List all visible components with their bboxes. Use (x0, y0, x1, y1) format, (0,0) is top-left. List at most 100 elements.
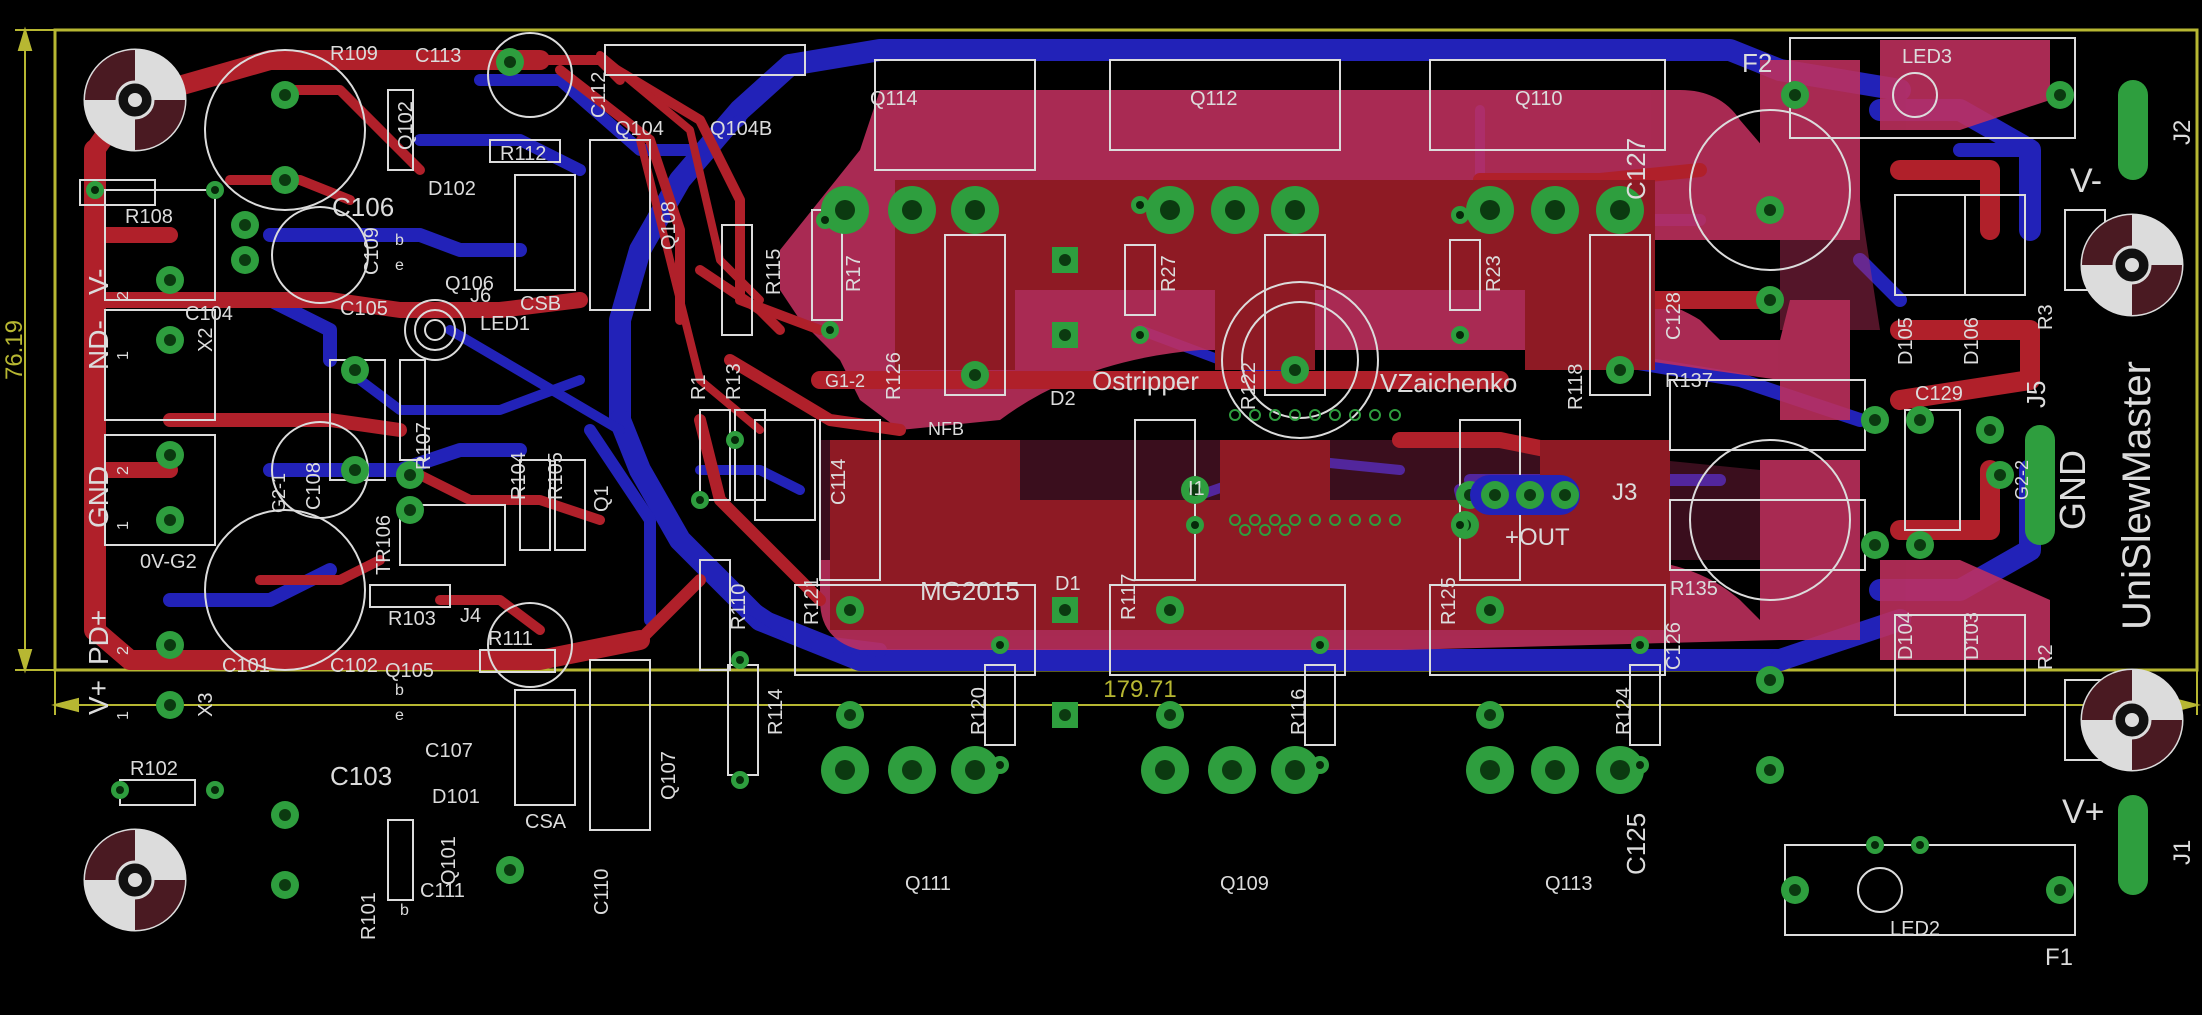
board-text-labels: Ostripper VZaichenko MG2015 +OUT UniSlew… (83, 43, 2196, 971)
svg-text:Q102: Q102 (395, 101, 417, 150)
svg-text:b: b (395, 682, 404, 699)
svg-text:R114: R114 (765, 689, 787, 735)
svg-text:e: e (395, 257, 404, 274)
svg-text:C129: C129 (1915, 383, 1963, 405)
svg-text:b: b (395, 232, 404, 249)
svg-text:C111: C111 (420, 880, 465, 902)
svg-text:2: 2 (115, 646, 132, 655)
svg-text:R137: R137 (1665, 370, 1713, 392)
svg-text:R107: R107 (413, 422, 435, 470)
svg-text:R116: R116 (1288, 689, 1310, 735)
svg-text:Q110: Q110 (1515, 88, 1562, 110)
svg-text:J1: J1 (2169, 840, 2196, 865)
svg-text:Q109: Q109 (1220, 873, 1269, 895)
svg-text:NFB: NFB (928, 419, 964, 439)
svg-text:X3: X3 (195, 693, 217, 717)
mounting-hole-bottom-right (2080, 668, 2184, 772)
svg-text:C105: C105 (340, 298, 388, 320)
svg-text:R104: R104 (508, 452, 530, 500)
label-ostripper: Ostripper (1092, 366, 1199, 396)
svg-text:R27: R27 (1158, 255, 1180, 292)
svg-text:V+: V+ (83, 680, 114, 715)
svg-text:D102: D102 (428, 178, 476, 200)
svg-text:C113: C113 (415, 45, 461, 67)
svg-text:R1: R1 (688, 374, 710, 400)
svg-text:R110: R110 (728, 584, 750, 630)
svg-text:C125: C125 (1621, 813, 1651, 875)
svg-text:I1: I1 (1188, 478, 1205, 500)
svg-text:R112: R112 (500, 143, 546, 165)
svg-text:C127: C127 (1621, 138, 1651, 200)
svg-text:R126: R126 (883, 352, 905, 400)
svg-text:R101: R101 (358, 892, 380, 940)
svg-text:R105: R105 (545, 452, 567, 500)
svg-text:J6: J6 (470, 285, 491, 307)
svg-text:R13: R13 (723, 363, 745, 400)
svg-text:Q106: Q106 (445, 273, 494, 295)
svg-text:V-: V- (83, 269, 114, 295)
svg-text:F2: F2 (1742, 48, 1772, 78)
svg-text:2: 2 (115, 466, 132, 475)
dimension-width-label: 179.71 (1103, 676, 1176, 703)
label-gnd-right: GND (2052, 450, 2093, 530)
svg-text:D101: D101 (432, 786, 480, 808)
svg-text:Q108: Q108 (658, 201, 680, 250)
svg-text:R3: R3 (2035, 304, 2057, 330)
mounting-hole-top-right (2080, 213, 2184, 317)
svg-text:Q104: Q104 (615, 118, 664, 140)
svg-text:CSA: CSA (525, 811, 567, 833)
svg-text:C109: C109 (361, 227, 383, 275)
svg-text:ND-: ND- (83, 320, 114, 370)
svg-text:1: 1 (115, 711, 132, 720)
svg-text:1: 1 (115, 351, 132, 360)
svg-text:R125: R125 (1438, 577, 1460, 625)
svg-text:C106: C106 (332, 192, 394, 222)
svg-text:D104: D104 (1895, 612, 1917, 660)
svg-text:Q114: Q114 (870, 88, 917, 110)
svg-text:e: e (395, 707, 404, 724)
svg-text:R115: R115 (763, 249, 785, 295)
svg-text:Q1: Q1 (591, 485, 613, 512)
svg-text:1: 1 (115, 521, 132, 530)
svg-text:R102: R102 (130, 758, 178, 780)
svg-text:LED1: LED1 (480, 313, 530, 335)
svg-text:C108: C108 (303, 462, 325, 510)
svg-text:R2: R2 (2035, 644, 2057, 670)
svg-text:D103: D103 (1961, 612, 1983, 660)
svg-text:Q107: Q107 (658, 751, 680, 800)
svg-text:C126: C126 (1663, 622, 1685, 670)
svg-text:C114: C114 (828, 459, 850, 505)
svg-text:PD+: PD+ (83, 610, 114, 665)
svg-text:GND: GND (83, 466, 114, 528)
svg-text:R122: R122 (1238, 362, 1260, 410)
label-v-minus: V- (2070, 162, 2102, 200)
svg-text:Q113: Q113 (1545, 873, 1592, 895)
svg-text:J5: J5 (2021, 381, 2051, 408)
dimension-height-label: 76.19 (1, 320, 28, 380)
svg-text:R117: R117 (1118, 574, 1140, 620)
label-vzaichenko: VZaichenko (1380, 368, 1517, 398)
svg-text:R109: R109 (330, 43, 378, 65)
header-pads (2025, 80, 2148, 895)
svg-text:C112: C112 (588, 72, 610, 118)
svg-text:G1-2: G1-2 (825, 371, 865, 391)
svg-text:Q101: Q101 (438, 836, 460, 885)
svg-text:D106: D106 (1961, 317, 1983, 365)
svg-text:R120: R120 (968, 687, 990, 735)
svg-text:R108: R108 (125, 206, 173, 228)
svg-text:R135: R135 (1670, 578, 1718, 600)
svg-text:b: b (400, 902, 409, 919)
svg-text:J4: J4 (460, 605, 481, 627)
svg-text:J3: J3 (1612, 479, 1637, 506)
svg-text:F1: F1 (2045, 944, 2073, 971)
svg-text:TR106: TR106 (373, 515, 395, 575)
svg-text:R111: R111 (488, 628, 533, 650)
svg-text:R118: R118 (1565, 364, 1587, 410)
svg-text:D2: D2 (1050, 388, 1076, 410)
mounting-hole-top-left (83, 48, 187, 152)
svg-text:0V-G2: 0V-G2 (140, 551, 197, 573)
svg-text:LED3: LED3 (1902, 46, 1952, 68)
svg-text:Q111: Q111 (905, 873, 951, 895)
mounting-hole-bottom-left (83, 828, 187, 932)
